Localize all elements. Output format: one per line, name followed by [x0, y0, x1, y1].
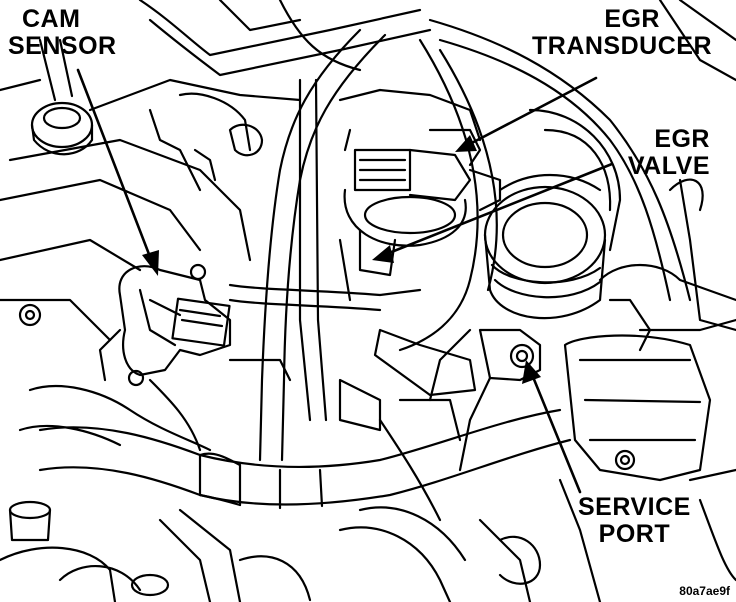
cam-sensor-label-line2: SENSOR: [8, 32, 117, 60]
leader-lines: [76, 68, 614, 494]
egr-valve-shape: [338, 108, 622, 320]
figure-code: 80a7ae9f: [679, 584, 730, 598]
service-port-label: SERVICE PORT: [578, 494, 691, 548]
service-port-arrowhead: [522, 360, 541, 384]
egr-valve-label-line1: EGR: [654, 125, 710, 153]
cam-sensor-shape: [98, 263, 232, 387]
cam-sensor-label: CAM SENSOR: [8, 6, 117, 60]
service-port-label-line2: PORT: [598, 520, 671, 548]
right-components: [563, 178, 736, 482]
middle-bracket: [228, 283, 477, 442]
lower-hoses: [338, 418, 736, 602]
egr-transducer-shape: [338, 88, 502, 247]
egr-transducer-label-line2: TRANSDUCER: [532, 32, 712, 60]
service-port-shape: [428, 328, 542, 472]
egr-transducer-label: EGR TRANSDUCER: [532, 6, 712, 60]
cam-sensor-arrowhead: [142, 250, 159, 276]
lower-left-components: [0, 500, 312, 602]
egr-transducer-label-line1: EGR: [604, 5, 660, 33]
valve-cover: [0, 78, 302, 342]
egr-valve-label-line2: VALVE: [627, 152, 710, 180]
egr-transducer-arrowhead: [455, 135, 477, 152]
egr-valve-label: EGR VALVE: [628, 126, 710, 180]
cam-sensor-label-line1: CAM: [22, 5, 81, 33]
left-capped-tube: [30, 38, 94, 156]
wiring-harness: [18, 378, 572, 510]
egr-valve-arrowhead: [372, 245, 394, 263]
center-hoses: [258, 28, 498, 462]
top-hoses: [138, 0, 736, 302]
service-port-label-line1: SERVICE: [578, 493, 691, 521]
